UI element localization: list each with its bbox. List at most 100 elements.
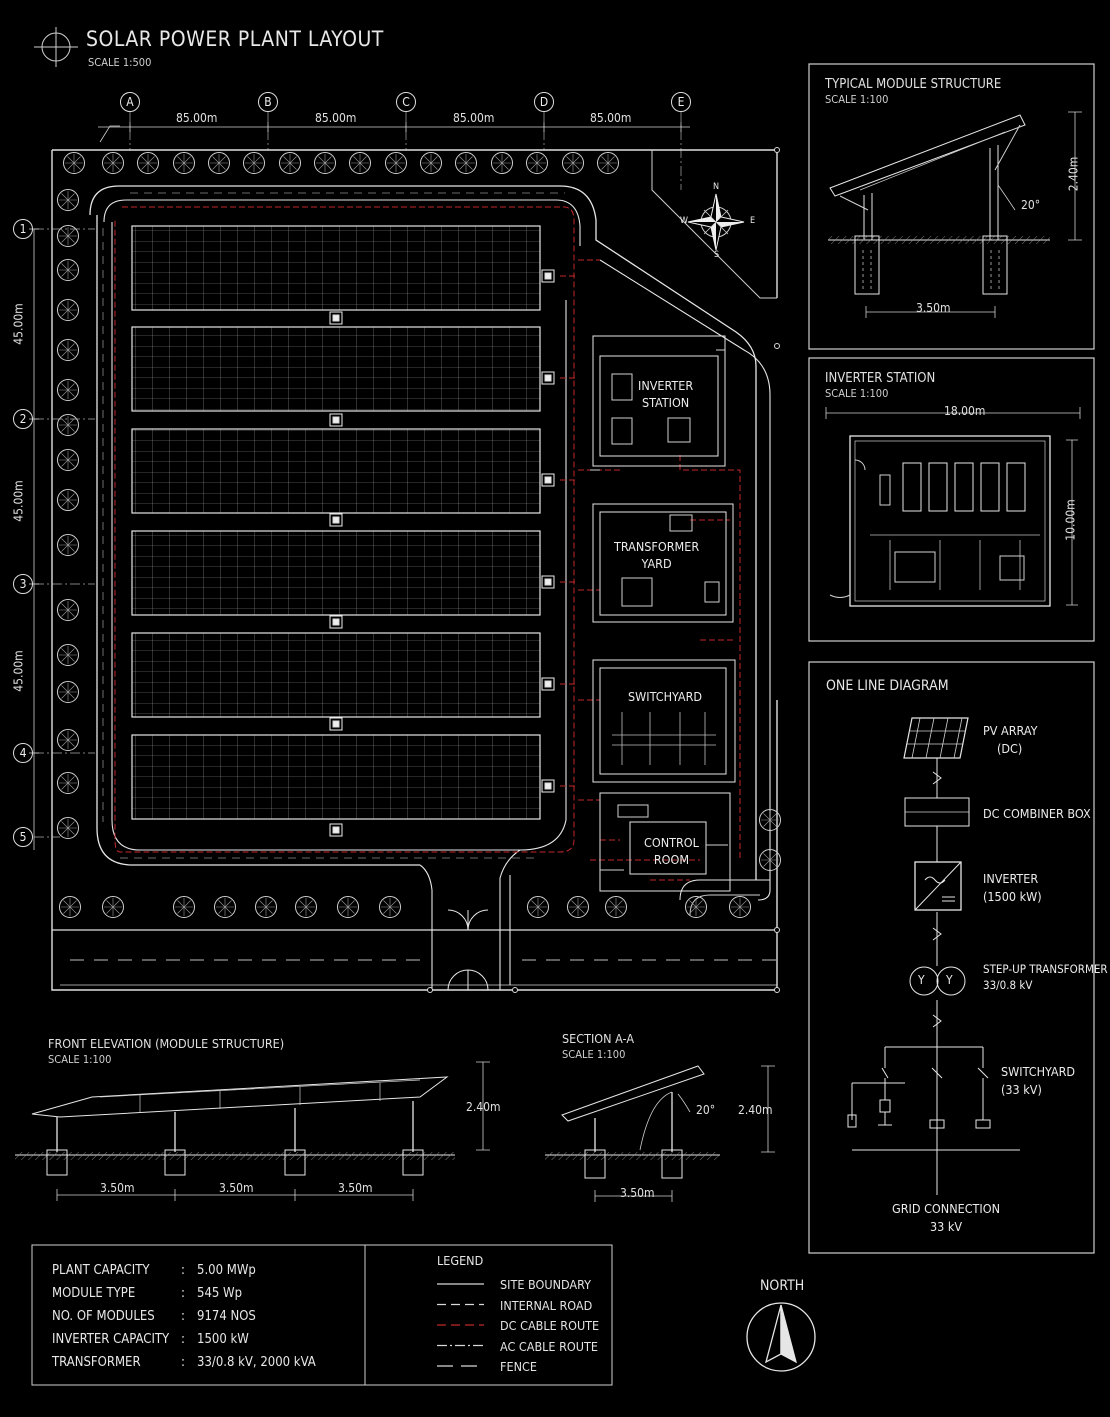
ol-transformer-line2: 33/0.8 kV xyxy=(983,978,1033,993)
front-elevation-span-2: 3.50m xyxy=(219,1181,254,1195)
ol-inverter-line1: INVERTER xyxy=(983,871,1039,886)
ol-transformer-y2: Y xyxy=(946,973,953,987)
label-transformer-yard: TRANSFORMER YARD xyxy=(614,539,699,573)
ol-pv-line2: (DC) xyxy=(997,740,1023,756)
ol-switchyard-line2: (33 kV) xyxy=(1001,1081,1042,1097)
summary-colon: : xyxy=(181,1309,185,1324)
front-elevation-span-1: 3.50m xyxy=(100,1181,135,1195)
grid-col-e: E xyxy=(671,92,691,112)
ol-switchyard: SWITCHYARD (33 kV) xyxy=(1001,1063,1075,1098)
section-title: SECTION A-A xyxy=(562,1031,635,1046)
label-control-line2: ROOM xyxy=(653,851,690,867)
label-control-line1: CONTROL xyxy=(644,835,699,850)
compass-w: W xyxy=(680,216,689,226)
ol-inverter-line2: (1500 kW) xyxy=(983,888,1042,904)
front-elevation-scale: SCALE 1:100 xyxy=(48,1053,112,1066)
north-label: NORTH xyxy=(760,1278,805,1294)
summary-colon: : xyxy=(181,1286,185,1301)
north-arrow xyxy=(746,1302,816,1372)
legend-item-label: SITE BOUNDARY xyxy=(500,1277,591,1292)
panel-typical-module xyxy=(808,63,1095,350)
compass-rose xyxy=(687,193,745,251)
summary-label: TRANSFORMER xyxy=(52,1355,141,1370)
grid-col-a: A xyxy=(120,92,140,112)
legend-lines xyxy=(437,1283,484,1367)
dim-col-bc: 85.00m xyxy=(315,111,357,125)
grid-row-2: 2 xyxy=(13,409,33,429)
building-transformer-yard xyxy=(592,503,734,623)
dim-row-34: 45.00m xyxy=(11,650,26,692)
ol-switchyard-line1: SWITCHYARD xyxy=(1001,1064,1076,1079)
dim-col-ab: 85.00m xyxy=(176,111,218,125)
compass-e: E xyxy=(750,216,756,226)
pv-blocks xyxy=(131,225,541,820)
summary-label: NO. OF MODULES xyxy=(52,1309,155,1324)
summary-value: 33/0.8 kV, 2000 kVA xyxy=(197,1355,316,1370)
legend-item-label: DC CABLE ROUTE xyxy=(500,1318,600,1333)
dim-row-12: 45.00m xyxy=(11,303,26,345)
panel-inverter-station xyxy=(808,357,1095,642)
summary-colon: : xyxy=(181,1332,185,1347)
dim-row-23: 45.00m xyxy=(11,480,26,522)
label-transformer-line2: YARD xyxy=(641,555,672,571)
ol-inverter: INVERTER (1500 kW) xyxy=(983,870,1042,905)
grid-col-c: C xyxy=(396,92,416,112)
summary-label: PLANT CAPACITY xyxy=(52,1263,150,1278)
ol-grid-line2: 33 kV xyxy=(929,1218,963,1234)
label-switchyard: SWITCHYARD xyxy=(628,689,703,704)
tree-row-top xyxy=(63,152,619,174)
ol-transformer-line1: STEP-UP TRANSFORMER xyxy=(983,962,1108,976)
section-height: 2.40m xyxy=(738,1103,773,1117)
inverter-station-scale: SCALE 1:100 xyxy=(825,387,889,400)
building-inverter-station xyxy=(590,335,726,471)
summary-colon: : xyxy=(181,1263,185,1278)
grid-row-1: 1 xyxy=(13,219,33,239)
building-control-room xyxy=(599,792,731,892)
grid-row-3: 3 xyxy=(13,574,33,594)
one-line-title: ONE LINE DIAGRAM xyxy=(826,678,949,694)
label-inverter-line1: INVERTER xyxy=(638,378,694,393)
section-scale: SCALE 1:100 xyxy=(562,1048,626,1061)
ol-pv-line1: PV ARRAY xyxy=(983,723,1038,738)
building-switchyard xyxy=(592,659,736,783)
grid-row-5: 5 xyxy=(13,827,33,847)
summary-legend-box xyxy=(31,1244,613,1386)
panel-section-aa xyxy=(545,1065,775,1202)
legend-item-label: FENCE xyxy=(500,1359,537,1374)
inverter-station-width: 18.00m xyxy=(944,404,986,418)
section-width: 3.50m xyxy=(620,1186,655,1200)
compass-s: S xyxy=(714,250,720,260)
summary-label: MODULE TYPE xyxy=(52,1286,136,1301)
panel-front-elevation xyxy=(15,1061,490,1201)
summary-value: 1500 kW xyxy=(197,1332,249,1347)
typical-module-scale: SCALE 1:100 xyxy=(825,93,889,106)
typical-module-width: 3.50m xyxy=(916,301,951,315)
inverter-station-title: INVERTER STATION xyxy=(825,371,936,386)
grid-row-4: 4 xyxy=(13,743,33,763)
ol-grid: GRID CONNECTION 33 kV xyxy=(892,1200,1000,1235)
label-inverter-station: INVERTER STATION xyxy=(638,378,693,412)
legend-title: LEGEND xyxy=(437,1253,484,1268)
typical-module-title: TYPICAL MODULE STRUCTURE xyxy=(825,77,1002,92)
dim-col-cd: 85.00m xyxy=(453,111,495,125)
grid-lines xyxy=(34,112,682,838)
ol-transformer-y1: Y xyxy=(918,973,925,987)
front-elevation-title: FRONT ELEVATION (MODULE STRUCTURE) xyxy=(48,1036,285,1051)
label-inverter-line2: STATION xyxy=(642,394,690,410)
label-control-room: CONTROL ROOM xyxy=(644,835,699,869)
front-elevation-height: 2.40m xyxy=(466,1100,501,1114)
ol-transformer: STEP-UP TRANSFORMER 33/0.8 kV xyxy=(983,961,1108,993)
drawing-title: SOLAR POWER PLANT LAYOUT xyxy=(86,27,384,51)
dim-col-de: 85.00m xyxy=(590,111,632,125)
front-elevation-span-3: 3.50m xyxy=(338,1181,373,1195)
ol-grid-line1: GRID CONNECTION xyxy=(892,1201,1001,1216)
site-plan xyxy=(29,27,781,993)
summary-value: 9174 NOS xyxy=(197,1309,256,1324)
grid-col-d: D xyxy=(534,92,554,112)
inverter-station-height: 10.00m xyxy=(1063,499,1078,541)
summary-colon: : xyxy=(181,1355,185,1370)
summary-label: INVERTER CAPACITY xyxy=(52,1332,170,1347)
typical-module-angle: 20° xyxy=(1021,198,1041,212)
drawing-scale: SCALE 1:500 xyxy=(88,56,152,69)
